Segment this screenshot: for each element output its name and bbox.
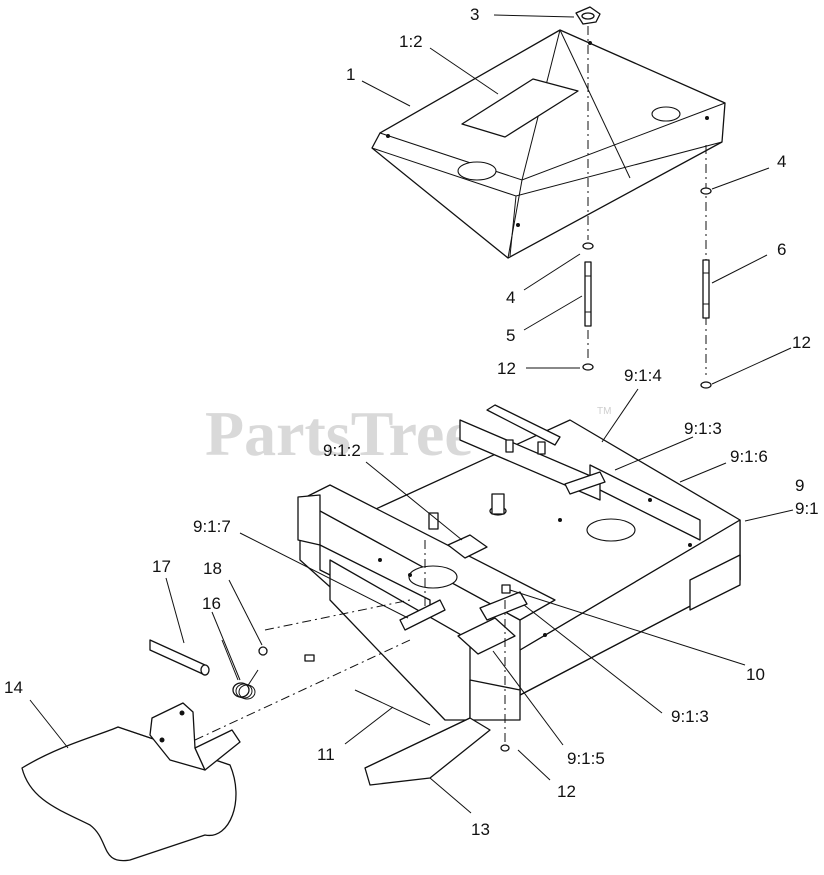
- callout-18: 18: [203, 559, 222, 578]
- watermark-text: PartsTree: [205, 398, 473, 469]
- callout-9-1-7: 9:1:7: [193, 517, 231, 536]
- callout-17: 17: [152, 557, 171, 576]
- callout-labels: 1 1:2 3 4 4 5 6 12 12 12 9:1:4 9:1:3 9:1…: [4, 5, 819, 839]
- deflector-bracket: [364, 717, 491, 786]
- callout-6: 6: [777, 240, 786, 259]
- top-cover: [371, 29, 726, 259]
- washer-right: [700, 187, 712, 195]
- pivot-rod: [149, 639, 210, 676]
- torsion-spring: [221, 639, 259, 700]
- decal-9-1-3-bottom: [479, 591, 528, 621]
- discharge-chute: [21, 702, 241, 862]
- callout-3: 3: [470, 5, 479, 24]
- watermark-tm: TM: [597, 406, 611, 417]
- standoff-right: [702, 259, 710, 319]
- callout-4b: 4: [777, 152, 786, 171]
- callout-5: 5: [506, 326, 515, 345]
- callout-9-1-3a: 9:1:3: [684, 419, 722, 438]
- washer-left: [582, 242, 594, 250]
- decal-9-1-2: [447, 534, 488, 559]
- callout-10: 10: [746, 665, 765, 684]
- callout-1: 1: [346, 65, 355, 84]
- knob: [575, 6, 601, 25]
- nut-lower: [500, 744, 510, 752]
- callout-4a: 4: [506, 288, 515, 307]
- decal-9-1-3-top: [564, 471, 606, 495]
- decal-9-1-5: [457, 617, 516, 655]
- cover-decal: [461, 78, 579, 138]
- callout-12b: 12: [792, 333, 811, 352]
- leader-lines: [29, 14, 794, 814]
- callout-9: 9: [795, 476, 804, 495]
- callout-9-1-5: 9:1:5: [567, 749, 605, 768]
- bolt-lower: [304, 654, 315, 662]
- callout-12c: 12: [557, 782, 576, 801]
- decal-9-1-7: [399, 599, 446, 631]
- nut-right: [700, 381, 712, 389]
- callout-9-1-3b: 9:1:3: [671, 707, 709, 726]
- callout-9-1: 9:1: [795, 499, 819, 518]
- callout-9-1-4: 9:1:4: [624, 366, 662, 385]
- callout-9-1-2: 9:1:2: [323, 441, 361, 460]
- callout-13: 13: [471, 820, 490, 839]
- main-deck: [297, 404, 741, 721]
- callout-11: 11: [317, 745, 335, 764]
- callout-9-1-6: 9:1:6: [730, 447, 768, 466]
- nut-left: [582, 363, 594, 371]
- callout-16: 16: [202, 594, 221, 613]
- callout-1-2: 1:2: [399, 32, 423, 51]
- callout-14: 14: [4, 678, 23, 697]
- standoff-left: [584, 261, 592, 327]
- nut-18: [258, 646, 268, 656]
- callout-12a: 12: [497, 359, 516, 378]
